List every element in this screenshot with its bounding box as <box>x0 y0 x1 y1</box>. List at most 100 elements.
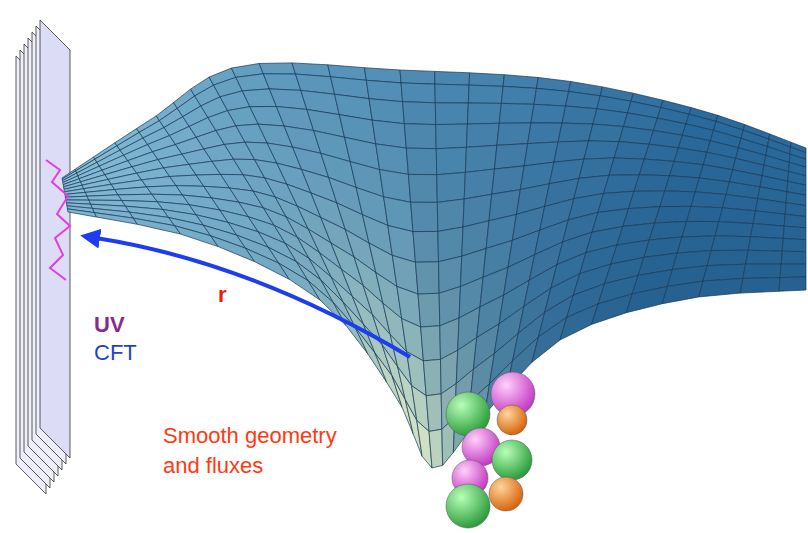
mesh-cell <box>639 159 674 176</box>
mesh-cell <box>426 394 442 432</box>
mesh-cell <box>592 294 633 325</box>
mesh-cell <box>532 317 567 362</box>
radial-arrow <box>96 238 410 357</box>
mesh-cell <box>417 421 432 468</box>
mesh-cell <box>665 176 700 192</box>
mesh-cell <box>609 158 644 175</box>
mesh-cell <box>413 231 439 262</box>
mesh-cell <box>423 359 441 395</box>
brane-stack <box>16 20 70 494</box>
mesh-cell <box>746 250 783 264</box>
mesh-cell <box>369 99 404 124</box>
mesh-cell <box>401 83 435 103</box>
mesh-cell <box>400 70 435 84</box>
mesh-cell <box>781 251 806 264</box>
mesh-cell <box>468 85 503 103</box>
mesh-cell <box>437 199 464 231</box>
mesh-cell <box>263 74 300 91</box>
mesh-cell <box>629 191 665 209</box>
mesh-cell <box>133 218 180 234</box>
mesh-cell <box>411 202 438 231</box>
mesh-cell <box>466 123 499 147</box>
mesh-cell <box>87 195 122 201</box>
label-holder: r <box>218 282 227 308</box>
mesh-cell <box>660 191 695 207</box>
mesh-cell <box>634 175 670 192</box>
mesh-cell <box>626 286 667 312</box>
mesh-cell <box>748 237 783 251</box>
mesh-cell <box>682 221 719 237</box>
mesh-cell <box>593 109 628 127</box>
mesh-cell <box>719 208 756 224</box>
mesh-cell <box>562 106 597 124</box>
mesh-cell <box>699 278 743 296</box>
mesh-cell <box>655 206 691 223</box>
mesh-cell <box>375 353 402 408</box>
mesh-cell <box>614 142 649 159</box>
mesh-cell <box>404 124 436 149</box>
mesh-cell <box>211 236 255 262</box>
mesh-cell <box>67 209 96 217</box>
mesh-cell <box>691 192 726 208</box>
flux-sphere <box>489 477 523 511</box>
mesh-cell <box>403 102 436 125</box>
flux-sphere <box>446 484 490 528</box>
mesh-cell <box>415 262 439 294</box>
label-holder: Smooth geometry and fluxes <box>163 421 353 481</box>
mesh-cell <box>751 224 785 239</box>
mesh-cell <box>558 123 593 142</box>
mesh-cell <box>707 250 748 265</box>
mesh-cell <box>670 161 704 178</box>
axis-label: r <box>218 282 227 308</box>
mesh-cell <box>783 226 806 240</box>
mesh-cell <box>584 141 619 159</box>
mesh-cell <box>501 86 536 104</box>
mesh-cell <box>528 123 562 144</box>
mesh-cell <box>494 144 527 169</box>
mesh-cell <box>779 277 806 291</box>
mesh-cell <box>715 222 753 237</box>
label-holder: CFT <box>94 340 137 366</box>
mesh-cell <box>65 196 88 200</box>
mesh-cell <box>662 281 703 304</box>
mesh-cell <box>94 213 137 225</box>
mesh-cell <box>534 88 569 106</box>
mesh-cell <box>366 80 402 101</box>
mesh-cell <box>780 264 806 277</box>
mesh-cell <box>644 144 678 161</box>
mesh-cell <box>437 172 466 202</box>
mesh-cell <box>499 103 534 123</box>
mesh-cell <box>711 236 751 251</box>
mesh-cell <box>743 264 781 278</box>
mesh-cell <box>465 145 497 172</box>
mesh-cell <box>469 73 504 87</box>
mesh-cell <box>436 124 468 149</box>
geometry-note: Smooth geometry and fluxes <box>163 421 353 481</box>
brane-sheet <box>40 20 70 458</box>
mesh-surface <box>62 63 806 468</box>
mesh-cell <box>246 248 290 279</box>
mesh-cell <box>435 103 468 125</box>
mesh-cell <box>784 214 806 228</box>
flux-sphere <box>492 440 532 480</box>
mesh-cell <box>406 148 436 175</box>
mesh-cell <box>429 429 443 468</box>
theory-label: CFT <box>94 340 137 366</box>
region-label: UV <box>94 312 125 338</box>
mesh-cell <box>259 63 295 74</box>
mesh-cell <box>497 123 531 145</box>
mesh-cell <box>740 278 780 294</box>
flux-sphere <box>497 405 527 435</box>
mesh-cell <box>115 187 152 195</box>
mesh-cell <box>436 147 466 174</box>
mesh-cell <box>421 326 441 361</box>
mesh-cell <box>435 71 470 85</box>
mesh-cell <box>687 206 723 221</box>
flux-spheres <box>446 372 535 528</box>
mesh-cell <box>782 238 806 251</box>
mesh-cell <box>531 104 566 123</box>
mesh-cell <box>392 376 413 434</box>
mesh-cell <box>418 293 440 327</box>
